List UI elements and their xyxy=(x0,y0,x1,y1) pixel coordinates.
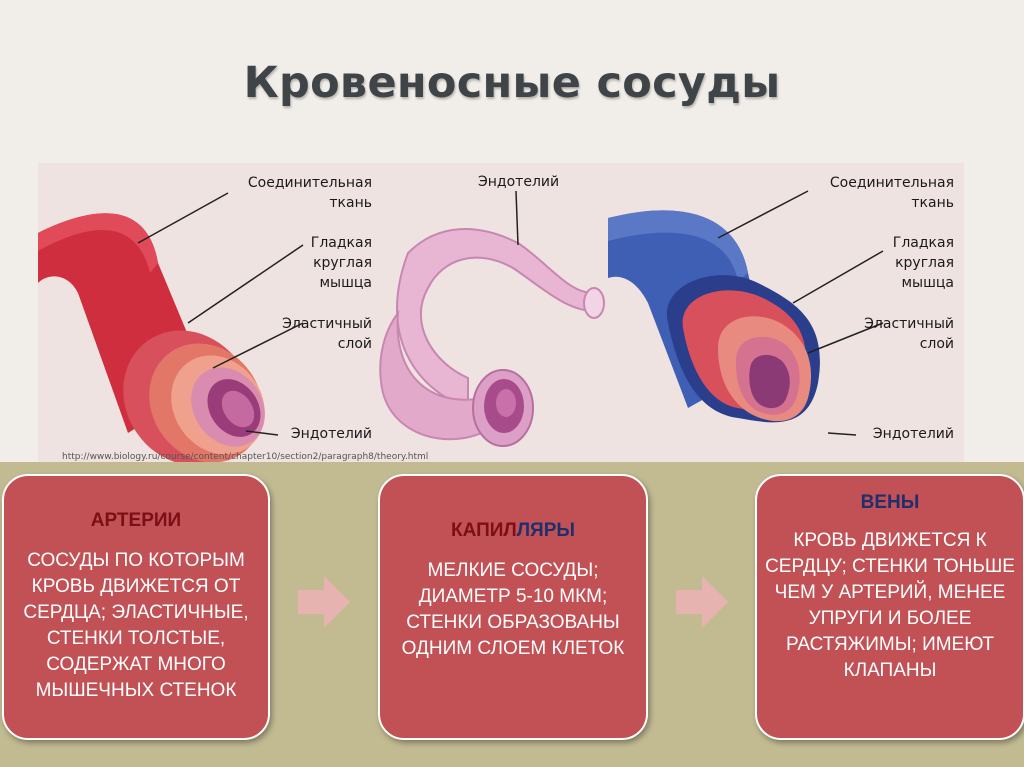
vessels-illustration xyxy=(38,163,964,463)
artery-illustration xyxy=(38,192,304,463)
arrow-right-icon xyxy=(298,576,350,628)
artery-label-endothelium: Эндотелий xyxy=(290,426,372,442)
capillaries-card-body: МЕЛКИЕ СОСУДЫ; ДИАМЕТР 5-10 МКМ; СТЕНКИ … xyxy=(401,560,625,659)
veins-card: ВЕНЫ КРОВЬ ДВИЖЕТСЯ К СЕРДЦУ; СТЕНКИ ТОН… xyxy=(755,474,1024,740)
slide-title: Кровеносные сосуды xyxy=(243,58,781,108)
artery-label-connective: Соединительная ткань xyxy=(247,175,372,211)
vein-label-smooth: Гладкая круглая мышца xyxy=(892,235,954,291)
arteries-card: АРТЕРИИ СОСУДЫ ПО КОТОРЫМ КРОВЬ ДВИЖЕТСЯ… xyxy=(2,474,270,740)
vein-label-endothelium: Эндотелий xyxy=(872,426,954,442)
arteries-card-body: СОСУДЫ ПО КОТОРЫМ КРОВЬ ДВИЖЕТСЯ ОТ СЕРД… xyxy=(23,550,249,701)
arteries-card-title: АРТЕРИИ xyxy=(90,510,182,531)
capillary-label-endothelium: Эндотелий xyxy=(478,174,560,190)
vein-illustration xyxy=(608,190,884,436)
capillary-illustration xyxy=(379,190,605,447)
vein-label-elastic: Эластичный слой xyxy=(864,316,954,352)
capillaries-title-part1: КАПИЛ xyxy=(451,520,517,541)
capillaries-card: КАПИЛЛЯРЫ МЕЛКИЕ СОСУДЫ; ДИАМЕТР 5-10 МК… xyxy=(378,474,648,740)
arrow-right-icon xyxy=(676,576,728,628)
veins-card-title: ВЕНЫ xyxy=(860,492,920,513)
vessels-diagram xyxy=(38,190,884,463)
vein-label-connective: Соединительная ткань xyxy=(829,175,954,211)
capillaries-card-title: КАПИЛЛЯРЫ xyxy=(380,520,646,542)
source-url: http://www.biology.ru/course/content/cha… xyxy=(62,452,429,462)
artery-label-smooth: Гладкая круглая мышца xyxy=(310,235,372,291)
capillaries-title-part2: ЛЯРЫ xyxy=(516,520,575,541)
veins-card-body: КРОВЬ ДВИЖЕТСЯ К СЕРДЦУ; СТЕНКИ ТОНЬШЕ Ч… xyxy=(765,530,1015,681)
artery-label-elastic: Эластичный слой xyxy=(282,316,372,352)
